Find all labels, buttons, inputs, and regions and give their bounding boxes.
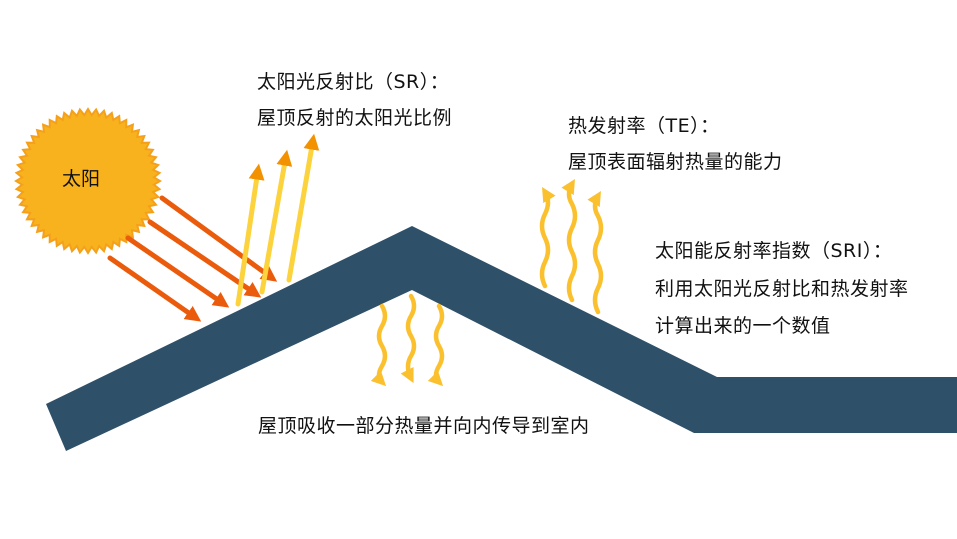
incoming-rays (107, 195, 278, 322)
incoming-ray (159, 195, 278, 282)
absorbed-heat-waves (370, 293, 445, 387)
reflected-ray (286, 133, 320, 283)
sri-description-line1: 利用太阳光反射比和热发射率 (655, 278, 909, 300)
sri-description-line2: 计算出来的一个数值 (655, 315, 831, 337)
sr-title: 太阳光反射比（SR）： (257, 71, 450, 93)
emitted-heat-waves (539, 179, 604, 315)
sr-description: 屋顶反射的太阳光比例 (257, 107, 453, 129)
sun-icon (14, 107, 162, 255)
reflected-ray (235, 163, 265, 307)
sun-label: 太阳 (62, 168, 101, 190)
heat-wave-up (587, 191, 604, 315)
incoming-ray (107, 255, 202, 322)
reflected-ray (259, 149, 293, 295)
roof-shape (46, 226, 957, 451)
heat-wave-up (561, 179, 578, 303)
te-title: 热发射率（TE）： (568, 115, 720, 137)
heat-wave-down (370, 303, 388, 387)
heat-wave-down (400, 293, 417, 384)
reflected-rays (235, 133, 320, 307)
incoming-ray (125, 235, 230, 308)
sri-title: 太阳能反射率指数（SRI）： (655, 240, 893, 262)
heat-wave-down (427, 303, 445, 387)
te-description: 屋顶表面辐射热量的能力 (568, 151, 783, 173)
heat-wave-up (539, 187, 556, 289)
absorb-description: 屋顶吸收一部分热量并向内传导到室内 (258, 415, 590, 437)
incoming-ray (147, 219, 262, 298)
